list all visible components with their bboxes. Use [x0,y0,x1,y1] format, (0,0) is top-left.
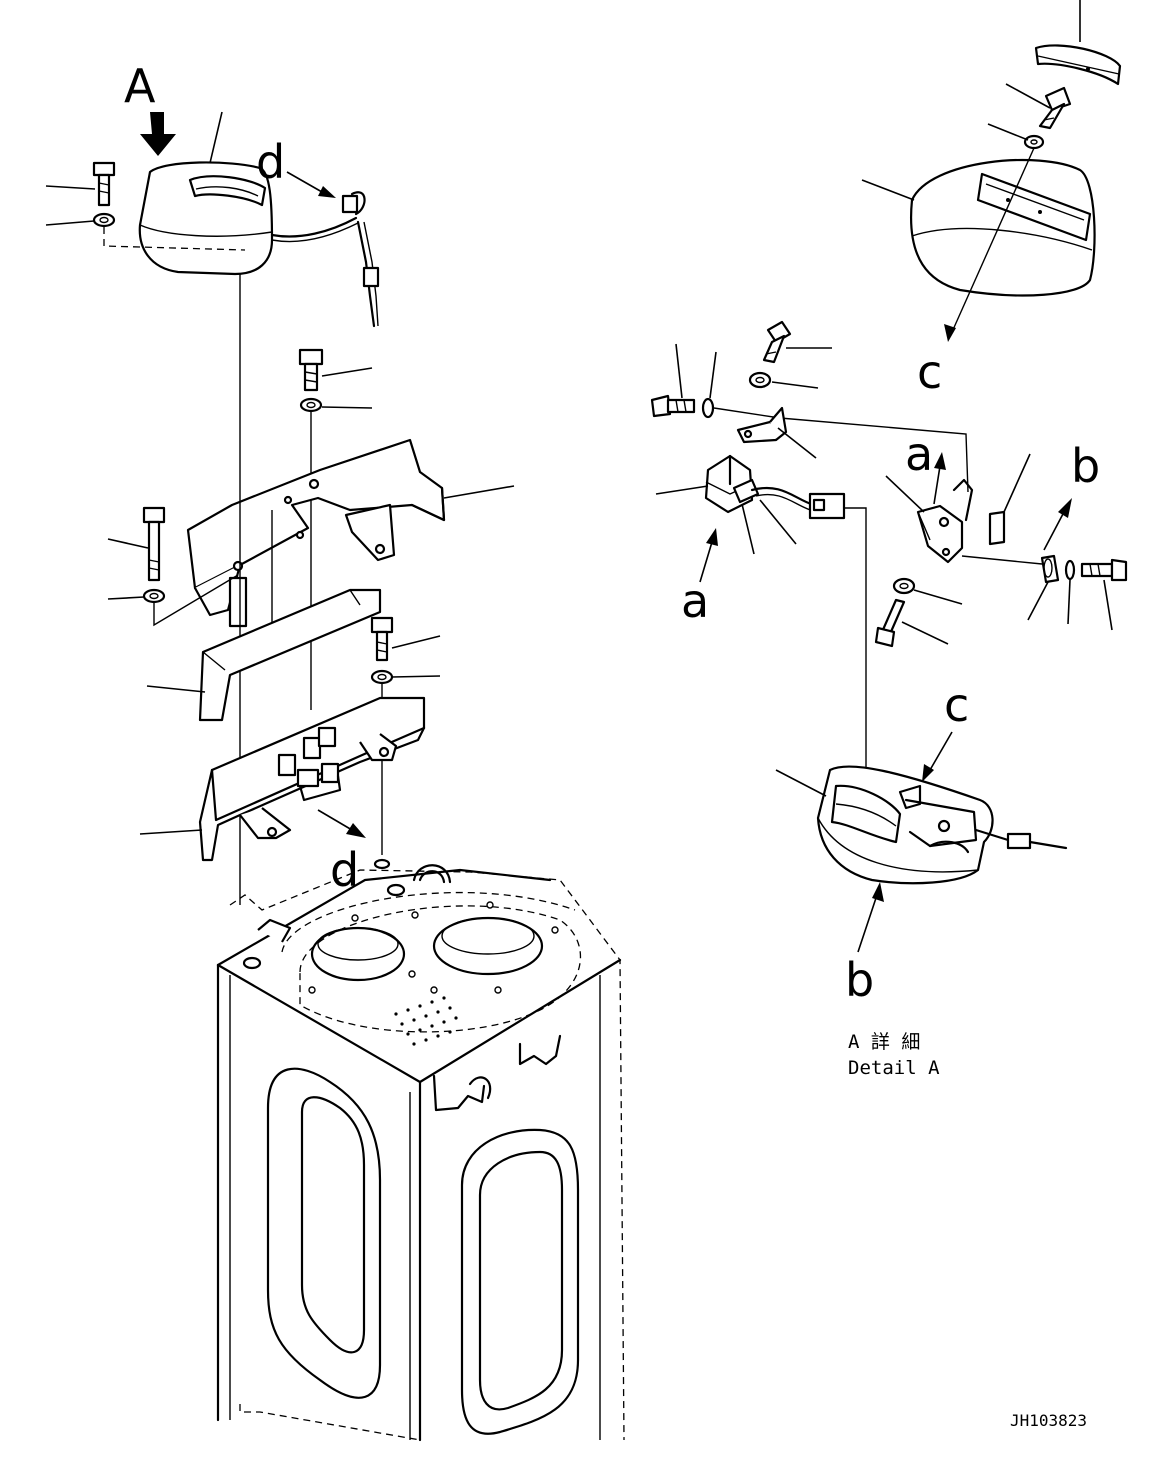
label-a-right: a [905,427,933,481]
seal-strip [146,588,382,722]
washer-right-horizontal [1064,559,1076,625]
wire-harness-d [270,191,380,328]
arrow-b-bottom [857,882,884,953]
small-bracket [736,406,817,459]
detail-caption-en: Detail A [848,1057,940,1079]
top-cover-right [861,158,1096,297]
label-a-bottom: a [681,574,709,628]
vent-dots [394,996,458,1046]
cap-strip [1034,44,1122,86]
arrow-a-right [933,452,946,505]
pad-block [988,453,1031,546]
bolt-top-left [45,161,116,207]
plunger-bracket [885,475,974,564]
washer-center-right [892,577,963,605]
arrow-c-top [944,324,956,342]
washer-upper-middle [299,397,373,413]
frame-body [216,858,625,1442]
arrow-a-bottom [699,528,718,583]
long-bolt-left [107,506,166,582]
rubber-spacer [1027,554,1060,621]
housing-detail [775,765,1068,885]
washer-top-left [45,212,116,228]
drawing-id: JH103823 [1010,1411,1087,1430]
bolt-right-horizontal [1080,558,1128,631]
label-c-top: c [917,345,942,399]
washer-long-bolt [107,588,166,604]
label-c-bottom: c [944,678,969,732]
bolt-center-right [874,598,949,648]
washer-lower-middle [370,669,441,685]
label-d-lower: d [330,843,359,897]
upper-bracket-plate [186,438,515,628]
lower-bracket-with-relays [139,696,426,862]
detail-caption-jp: A 詳 細 [848,1031,920,1053]
bolt-upper-center-right [762,320,832,364]
washer-horizontal-left [701,351,717,419]
label-d-top: d [256,135,285,189]
arrow-d-lower [317,809,366,838]
bolt-lower-middle [370,616,441,662]
view-a-arrow-icon [140,112,176,156]
bolt-horizontal-left [650,343,696,418]
label-b-top: b [1071,439,1100,493]
top-cover-left [138,111,274,276]
sensor-switch [655,454,846,555]
arrow-b-top [1043,498,1072,551]
arrow-d-top [286,171,336,198]
washer-top-right [987,123,1045,150]
arrow-c-bottom [922,731,953,782]
bolt-upper-middle [298,348,373,392]
view-a-label: A [124,59,156,113]
washer-upper-center-right [748,371,819,389]
label-b-bottom: b [845,953,874,1007]
bolt-top-right [1005,83,1072,130]
